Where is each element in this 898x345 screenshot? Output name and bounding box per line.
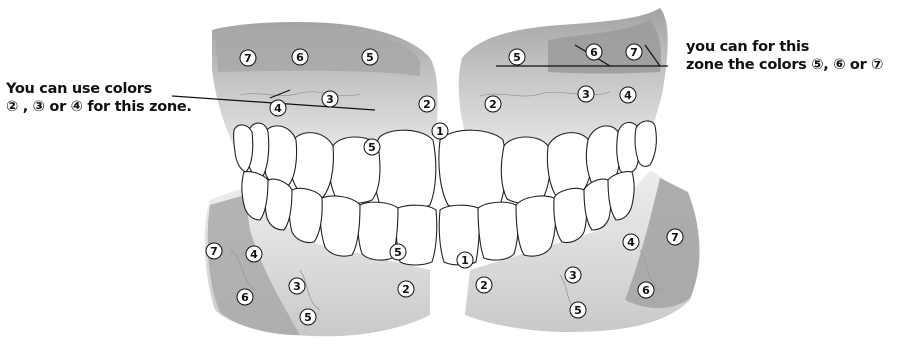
zone-marker-7: 7 (626, 44, 642, 60)
left-caption: You can use colors ② , ③ or ④ for this z… (6, 80, 192, 116)
lower-premolar-left-1 (289, 188, 322, 242)
upper-lateral-right (501, 137, 550, 203)
lower-canine-right (516, 196, 556, 256)
zone-marker-2: 2 (419, 96, 435, 112)
right-caption: you can for this zone the colors ⑤, ⑥ or… (686, 38, 883, 74)
zone-marker-2: 2 (485, 96, 501, 112)
svg-text:5: 5 (574, 304, 582, 317)
zone-marker-2: 2 (476, 277, 492, 293)
svg-text:4: 4 (250, 248, 258, 261)
svg-text:3: 3 (293, 280, 301, 293)
lower-incisor-right-2 (478, 202, 518, 260)
zone-marker-6: 6 (586, 44, 602, 60)
svg-text:1: 1 (461, 254, 469, 267)
svg-text:3: 3 (326, 93, 334, 106)
svg-text:4: 4 (624, 89, 632, 102)
zone-marker-3: 3 (565, 267, 581, 283)
svg-text:2: 2 (423, 98, 431, 111)
zone-marker-7: 7 (667, 229, 683, 245)
lower-canine-left (320, 196, 360, 256)
svg-text:4: 4 (627, 236, 635, 249)
zone-marker-1: 1 (432, 123, 448, 139)
svg-text:1: 1 (436, 125, 444, 138)
svg-text:5: 5 (513, 51, 521, 64)
svg-text:2: 2 (402, 283, 410, 296)
svg-text:6: 6 (296, 51, 304, 64)
zone-marker-5: 5 (364, 139, 380, 155)
svg-text:2: 2 (480, 279, 488, 292)
svg-text:7: 7 (210, 245, 218, 258)
zone-marker-5: 5 (570, 302, 586, 318)
zone-marker-4: 4 (246, 246, 262, 262)
upper-incisor-left (374, 130, 436, 210)
upper-molar-right (635, 121, 656, 166)
zone-marker-5: 5 (509, 49, 525, 65)
svg-text:6: 6 (241, 291, 249, 304)
right-caption-line1: you can for this (686, 38, 883, 56)
zone-marker-3: 3 (578, 86, 594, 102)
left-caption-line2: ② , ③ or ④ for this zone. (6, 98, 192, 116)
zone-marker-6: 6 (292, 49, 308, 65)
zone-marker-7: 7 (240, 50, 256, 66)
svg-text:4: 4 (274, 102, 282, 115)
zone-marker-5: 5 (300, 309, 316, 325)
svg-text:5: 5 (368, 141, 376, 154)
zone-marker-3: 3 (322, 91, 338, 107)
zone-marker-1: 1 (457, 252, 473, 268)
zone-marker-4: 4 (270, 100, 286, 116)
right-caption-line2: zone the colors ⑤, ⑥ or ⑦ (686, 56, 883, 74)
svg-text:3: 3 (569, 269, 577, 282)
zone-marker-3: 3 (289, 278, 305, 294)
svg-text:2: 2 (489, 98, 497, 111)
lower-premolar-left-2 (265, 179, 292, 230)
zone-marker-7: 7 (206, 243, 222, 259)
lower-premolar-right-1 (554, 188, 587, 242)
zone-marker-4: 4 (620, 87, 636, 103)
zone-marker-2: 2 (398, 281, 414, 297)
zone-marker-5: 5 (390, 244, 406, 260)
svg-text:6: 6 (590, 46, 598, 59)
svg-text:7: 7 (630, 46, 638, 59)
svg-text:5: 5 (304, 311, 312, 324)
zone-marker-6: 6 (638, 282, 654, 298)
svg-text:5: 5 (366, 51, 374, 64)
zone-marker-5: 5 (362, 49, 378, 65)
svg-text:7: 7 (244, 52, 252, 65)
lower-premolar-right-2 (584, 179, 611, 230)
svg-text:5: 5 (394, 246, 402, 259)
zone-marker-4: 4 (623, 234, 639, 250)
zone-marker-6: 6 (237, 289, 253, 305)
upper-molar-left (234, 125, 253, 172)
svg-text:6: 6 (642, 284, 650, 297)
svg-text:3: 3 (582, 88, 590, 101)
svg-text:7: 7 (671, 231, 679, 244)
upper-incisor-right (439, 130, 506, 210)
left-caption-line1: You can use colors (6, 80, 192, 98)
